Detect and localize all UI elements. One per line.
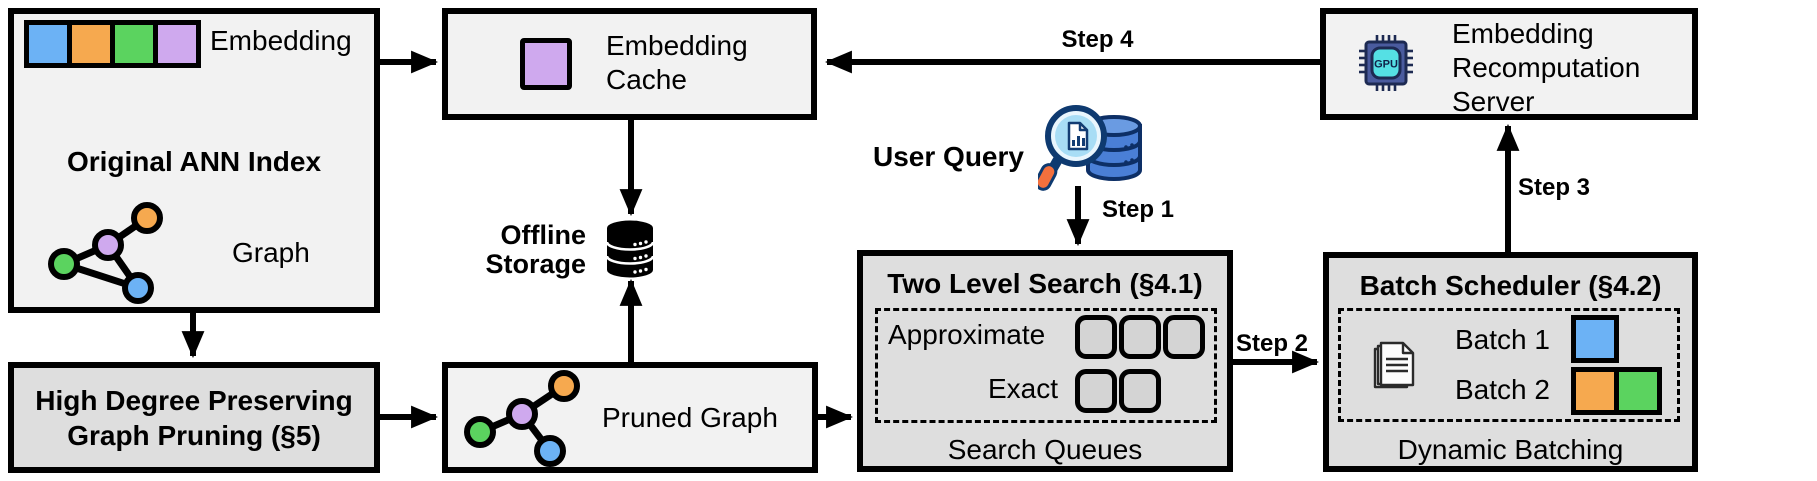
embedding-block-blue	[29, 25, 67, 63]
recomputation-server-box: GPU Embedding Recomputation Server	[1320, 8, 1698, 120]
dynamic-batching-panel: Batch 1 Batch 2	[1338, 308, 1680, 422]
batch-scheduler-box: Batch Scheduler (§4.2) Batch 1 Ba	[1323, 252, 1698, 472]
graph-label: Graph	[232, 237, 310, 268]
batch2-block-orange	[1576, 372, 1614, 410]
original-index-title: Original ANN Index	[66, 146, 322, 177]
embedding-label: Embedding	[210, 25, 352, 56]
embedding-block-green	[115, 25, 153, 63]
batch2-block-green	[1619, 372, 1657, 410]
graph-pruning-title: High Degree Preserving Graph Pruning (§5…	[35, 384, 353, 451]
queue-slot-icon	[1119, 369, 1161, 413]
step1-label: Step 1	[1102, 196, 1175, 223]
batch1-label: Batch 1	[1455, 324, 1550, 355]
embedding-block-purple	[158, 25, 196, 63]
gpu-chip-text: GPU	[1374, 59, 1398, 71]
embedding-cache-box: Embedding Cache	[442, 8, 817, 120]
recomputation-server-label: Embedding Recomputation Server	[1452, 18, 1641, 117]
embedding-cache-label: Embedding Cache	[606, 30, 748, 95]
dynamic-batching-footer: Dynamic Batching	[1397, 434, 1624, 465]
step2-label: Step 2	[1236, 330, 1309, 357]
graph-pruning-box: High Degree Preserving Graph Pruning (§5…	[8, 362, 380, 473]
database-stack-icon	[605, 220, 655, 278]
search-queues-footer: Search Queues	[947, 434, 1143, 465]
two-level-search-title: Two Level Search (§4.1)	[887, 268, 1203, 299]
user-query-label: User Query	[873, 141, 1024, 172]
batch-scheduler-title: Batch Scheduler (§4.2)	[1359, 270, 1662, 301]
batch1-blocks-icon	[1571, 315, 1619, 363]
offline-storage-label: Offline Storage	[485, 220, 586, 279]
approximate-queue-icons	[1075, 315, 1205, 359]
pruned-graph-label: Pruned Graph	[602, 402, 778, 433]
exact-label: Exact	[988, 373, 1059, 404]
queue-slot-icon	[1075, 315, 1117, 359]
embedding-block-orange	[72, 25, 110, 63]
pruned-graph-nodes-icon	[464, 370, 580, 467]
step3-label: Step 3	[1518, 174, 1591, 201]
pruned-graph-box: Pruned Graph	[442, 362, 818, 473]
queue-slot-icon	[1075, 369, 1117, 413]
original-ann-index-box: Embedding Original ANN Index Graph	[8, 8, 380, 313]
exact-queue-icons	[1075, 369, 1161, 413]
stacked-documents-icon	[1373, 341, 1415, 389]
search-queues-panel: Approximate Exact	[875, 308, 1217, 423]
two-level-search-box: Two Level Search (§4.1) Approximate Exac…	[857, 250, 1233, 472]
queue-slot-icon	[1119, 315, 1161, 359]
approximate-label: Approximate	[888, 319, 1046, 350]
batch2-label: Batch 2	[1455, 374, 1550, 405]
batch1-block-blue	[1576, 320, 1614, 358]
gpu-chip-icon: GPU	[1359, 35, 1413, 91]
queue-slot-icon	[1163, 315, 1205, 359]
graph-nodes-icon	[48, 202, 163, 304]
step4-label: Step 4	[1061, 26, 1134, 53]
purple-embedding-block-icon	[520, 38, 572, 90]
magnifier-over-database-icon	[1038, 105, 1142, 191]
embedding-color-blocks-icon	[24, 20, 201, 68]
batch2-blocks-icon	[1571, 367, 1662, 415]
